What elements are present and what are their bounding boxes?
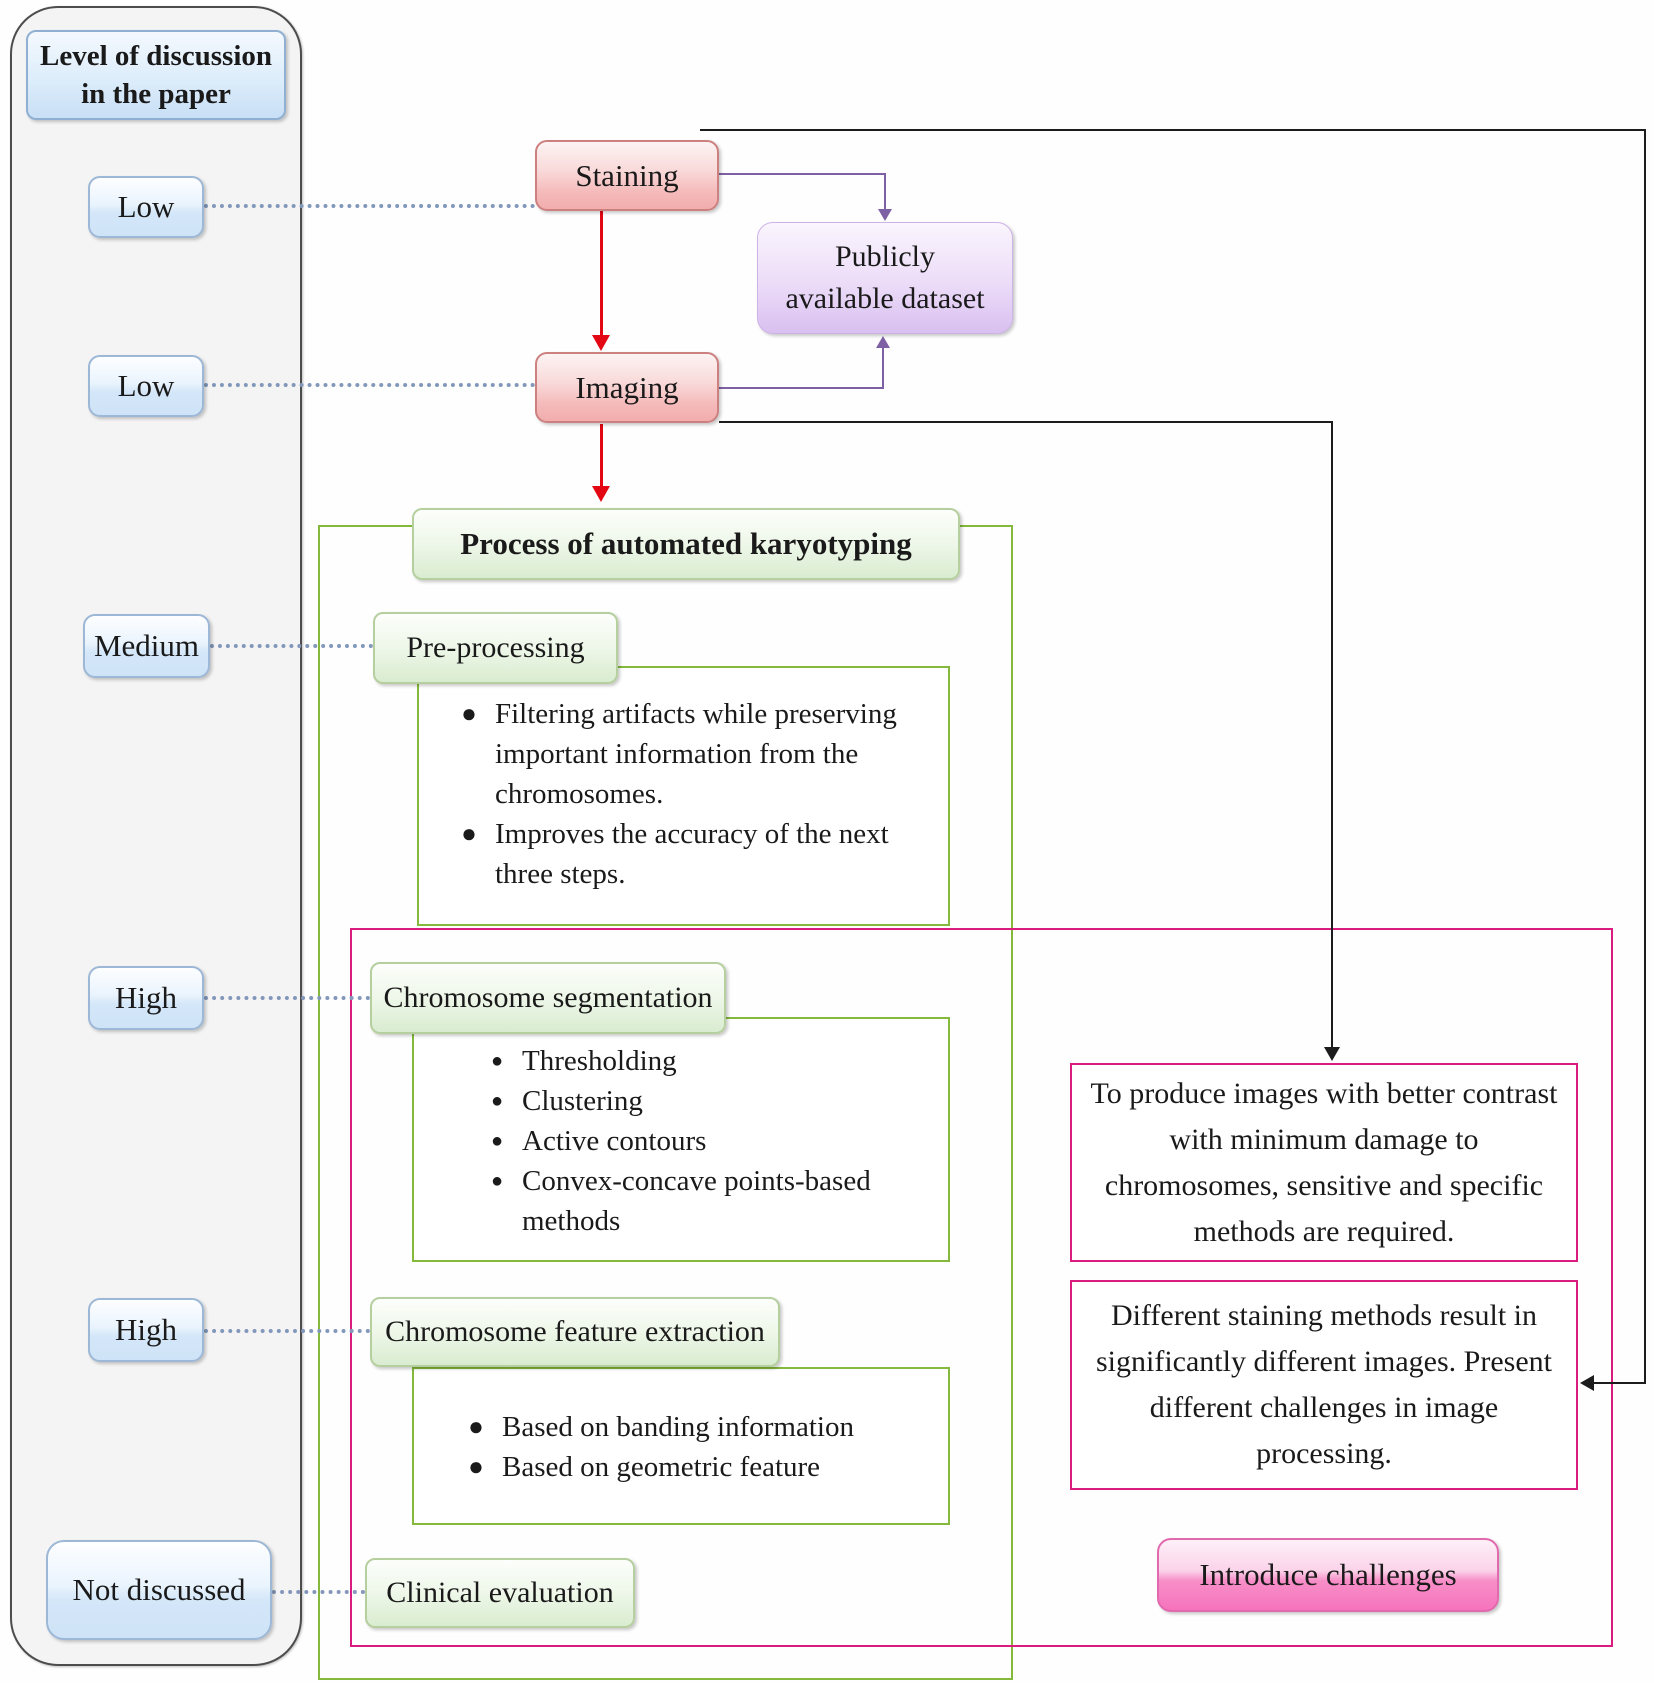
imaging-to-note-connector-top bbox=[719, 421, 1333, 423]
bullet-text: Active contours bbox=[522, 1125, 707, 1157]
bullet-icon: ● bbox=[461, 819, 477, 848]
segmentation-label: Chromosome segmentation bbox=[383, 981, 713, 1014]
staining-to-note-connector-right bbox=[1644, 129, 1646, 1384]
preprocessing-node: Pre-processing bbox=[373, 612, 618, 684]
level-label: Not discussed bbox=[72, 1572, 246, 1607]
process-title-label: Process of automated karyotyping bbox=[460, 526, 912, 561]
bullet-icon: ● bbox=[468, 1412, 484, 1441]
arrow-left-icon bbox=[1580, 1375, 1594, 1391]
bullet-item: ● Based on geometric feature bbox=[450, 1447, 938, 1487]
public-dataset-label: Publicly available dataset bbox=[785, 240, 985, 315]
process-title-node: Process of automated karyotyping bbox=[412, 508, 960, 580]
bullet-item: ● Clustering bbox=[472, 1081, 938, 1121]
staining-challenge-note: To produce images with better contrast w… bbox=[1070, 1063, 1578, 1262]
dotted-link-notdiscussed-clinical bbox=[272, 1590, 365, 1594]
segmentation-node: Chromosome segmentation bbox=[370, 962, 726, 1034]
bullet-icon: ● bbox=[468, 1452, 484, 1481]
bullet-text: Based on banding information bbox=[502, 1411, 854, 1443]
feature-extraction-node: Chromosome feature extraction bbox=[370, 1297, 780, 1367]
bullet-item: ● Filtering artifacts while preserving i… bbox=[443, 694, 938, 814]
level-chip-medium: Medium bbox=[83, 614, 210, 678]
arrow-down-icon bbox=[878, 209, 892, 221]
dotted-link-high-segmentation bbox=[204, 996, 370, 1000]
arrow-down-icon bbox=[1324, 1047, 1340, 1061]
note-text: To produce images with better contrast w… bbox=[1090, 1076, 1558, 1248]
staining-to-dataset-connector bbox=[719, 173, 886, 175]
bullet-text: Improves the accuracy of the next three … bbox=[495, 818, 889, 890]
bullet-item: ● Thresholding bbox=[472, 1041, 938, 1081]
imaging-node: Imaging bbox=[535, 352, 719, 423]
dotted-link-medium-preprocessing bbox=[210, 644, 373, 648]
imaging-to-note-connector-down bbox=[1331, 421, 1333, 1048]
dotted-link-high-feature bbox=[204, 1329, 370, 1333]
dotted-link-low-staining bbox=[204, 204, 535, 208]
bullet-item: ● Improves the accuracy of the next thre… bbox=[443, 814, 938, 894]
feature-extraction-label: Chromosome feature extraction bbox=[385, 1315, 765, 1348]
level-label: Low bbox=[117, 368, 175, 403]
bullet-icon: ● bbox=[461, 699, 477, 728]
imaging-challenge-note: Different staining methods result in sig… bbox=[1070, 1280, 1578, 1490]
bullet-icon: ● bbox=[490, 1130, 504, 1152]
arrow-down-icon bbox=[592, 486, 610, 502]
bullet-icon: ● bbox=[490, 1170, 504, 1192]
staining-to-imaging-arrow bbox=[600, 211, 603, 337]
staining-to-note-connector-top bbox=[700, 129, 1646, 131]
preprocessing-details-box: ● Filtering artifacts while preserving i… bbox=[417, 666, 950, 926]
clinical-evaluation-node: Clinical evaluation bbox=[365, 1558, 635, 1628]
staining-label: Staining bbox=[575, 157, 679, 193]
bullet-item: ● Convex-concave points-based methods bbox=[472, 1161, 938, 1241]
level-chip-not-discussed: Not discussed bbox=[46, 1540, 272, 1640]
segmentation-details-box: ● Thresholding ● Clustering ● Active con… bbox=[412, 1017, 950, 1262]
bullet-text: Filtering artifacts while preserving imp… bbox=[495, 698, 897, 810]
bullet-icon: ● bbox=[490, 1050, 504, 1072]
imaging-to-process-arrow bbox=[600, 424, 603, 488]
bullet-icon: ● bbox=[490, 1090, 504, 1112]
challenges-container-outline bbox=[350, 928, 1613, 1647]
staining-to-note-connector-bottom bbox=[1593, 1382, 1644, 1384]
level-chip-low-2: Low bbox=[88, 355, 204, 417]
note-text: Different staining methods result in sig… bbox=[1096, 1299, 1552, 1470]
bullet-item: ● Based on banding information bbox=[450, 1407, 938, 1447]
bullet-item: ● Active contours bbox=[472, 1121, 938, 1161]
public-dataset-node: Publicly available dataset bbox=[757, 222, 1013, 334]
preprocessing-label: Pre-processing bbox=[406, 631, 585, 664]
clinical-evaluation-label: Clinical evaluation bbox=[386, 1576, 614, 1609]
bullet-text: Thresholding bbox=[522, 1045, 677, 1077]
arrow-down-icon bbox=[592, 335, 610, 351]
arrow-up-icon bbox=[876, 336, 890, 348]
sidebar-title-label: Level of discussion in the paper bbox=[39, 40, 273, 110]
level-label: Medium bbox=[93, 628, 200, 663]
bullet-text: Clustering bbox=[522, 1085, 643, 1117]
level-label: High bbox=[115, 1312, 177, 1347]
imaging-to-dataset-connector bbox=[719, 387, 884, 389]
dotted-link-low-imaging bbox=[204, 383, 535, 387]
level-label: High bbox=[115, 980, 177, 1015]
level-chip-low-1: Low bbox=[88, 176, 204, 238]
staining-node: Staining bbox=[535, 140, 719, 211]
level-chip-high-1: High bbox=[88, 966, 204, 1030]
imaging-label: Imaging bbox=[575, 369, 679, 405]
introduce-challenges-label: Introduce challenges bbox=[1199, 1557, 1457, 1592]
sidebar-title: Level of discussion in the paper bbox=[26, 30, 286, 120]
bullet-text: Convex-concave points-based methods bbox=[522, 1165, 871, 1237]
level-of-discussion-panel bbox=[10, 6, 302, 1666]
feature-extraction-details-box: ● Based on banding information ● Based o… bbox=[412, 1367, 950, 1525]
bullet-text: Based on geometric feature bbox=[502, 1451, 821, 1483]
staining-to-dataset-connector-down bbox=[884, 173, 886, 211]
level-chip-high-2: High bbox=[88, 1298, 204, 1362]
introduce-challenges-node: Introduce challenges bbox=[1157, 1538, 1499, 1612]
imaging-to-dataset-connector-up bbox=[882, 348, 884, 389]
level-label: Low bbox=[117, 189, 175, 224]
